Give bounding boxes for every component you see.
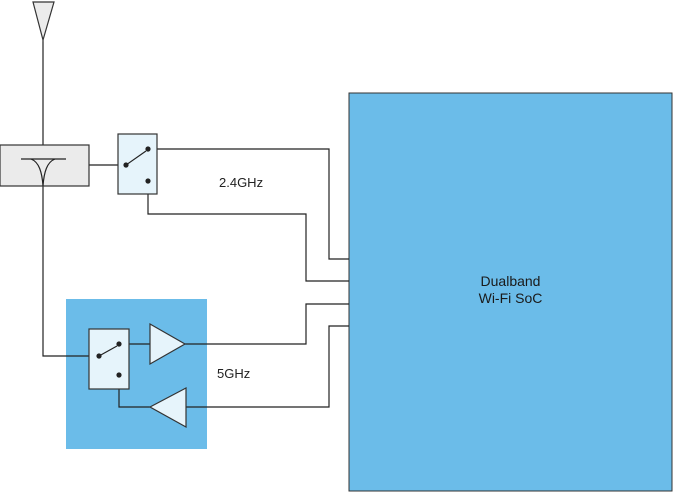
diplexer-to-5ghz-switch-wire: [42, 186, 99, 357]
band-24ghz-label: 2.4GHz: [219, 175, 264, 190]
switch-24ghz-icon: [117, 133, 158, 195]
diplexer-icon: [0, 144, 90, 187]
amplifier-rx-icon: [149, 322, 187, 366]
soc-label-line1: Dualband: [480, 273, 541, 289]
soc-block: [348, 92, 673, 492]
24ghz-rx-wire: [147, 181, 349, 282]
amplifier-tx-icon: [148, 387, 187, 429]
band-5ghz-label: 5GHz: [217, 366, 251, 381]
switch-5ghz-icon: [88, 328, 130, 390]
soc-label-line2: Wi-Fi SoC: [478, 290, 543, 306]
antenna-icon: [32, 1, 55, 43]
5ghz-lna-to-soc-wire: [185, 303, 349, 345]
24ghz-tx-wire: [148, 148, 349, 260]
soc-to-5ghz-pa-wire: [186, 325, 349, 408]
soc-label: Dualband Wi-Fi SoC: [349, 273, 672, 307]
